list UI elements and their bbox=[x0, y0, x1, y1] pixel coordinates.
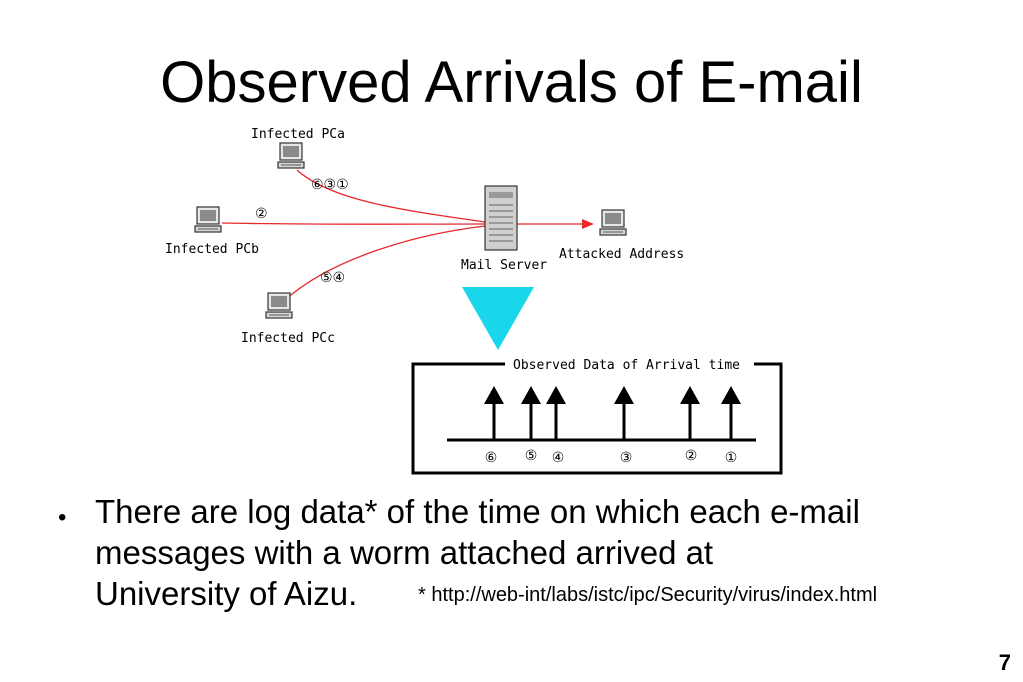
attacked-address-computer-icon bbox=[599, 209, 627, 236]
bullet-line-2: messages with a worm attached arrived at bbox=[95, 534, 714, 571]
footnote: * http://web-int/labs/istc/ipc/Security/… bbox=[418, 584, 878, 606]
mail-server-icon bbox=[484, 185, 518, 251]
infected-pca-computer-icon bbox=[277, 142, 305, 169]
mail-path-pcc bbox=[284, 225, 486, 301]
arrival-label-2: ② bbox=[685, 448, 698, 464]
mail-server-label: Mail Server bbox=[461, 258, 547, 273]
arrival-label-6: ⑥ bbox=[485, 450, 498, 466]
slide-title: Observed Arrivals of E-mail bbox=[160, 50, 863, 115]
page-number: 7 bbox=[998, 650, 1011, 675]
mail-path-arrowhead bbox=[582, 219, 594, 229]
arrival-label-1: ① bbox=[725, 450, 738, 466]
infected-pca-label: Infected PCa bbox=[251, 127, 345, 142]
pcc-order-label: ⑤④ bbox=[320, 270, 345, 286]
infected-pcb-computer-icon bbox=[194, 206, 222, 233]
infected-pcb-label: Infected PCb bbox=[165, 242, 259, 257]
mail-path-pca bbox=[296, 169, 486, 223]
bullet-text: There are log data* of the time on which… bbox=[95, 491, 975, 614]
pcb-order-label: ② bbox=[255, 206, 268, 222]
arrival-label-3: ③ bbox=[620, 450, 633, 466]
pca-order-label: ⑥③① bbox=[311, 177, 349, 193]
infected-pcc-computer-icon bbox=[265, 292, 293, 319]
mail-path-pcb bbox=[221, 222, 486, 225]
infected-pcc-label: Infected PCc bbox=[241, 331, 335, 346]
arrival-label-5: ⑤ bbox=[525, 448, 538, 464]
observed-data-box: Observed Data of Arrival time ⑥ ⑤ ④ ③ ② … bbox=[411, 358, 783, 475]
attacked-address-label: Attacked Address bbox=[559, 247, 684, 262]
bullet-line-3: University of Aizu. bbox=[95, 575, 358, 612]
observed-data-title: Observed Data of Arrival time bbox=[513, 358, 740, 373]
bullet-line-1: There are log data* of the time on which… bbox=[95, 493, 860, 530]
bullet-dot: • bbox=[58, 504, 67, 531]
arrival-arrows bbox=[484, 386, 741, 440]
down-arrow-icon bbox=[462, 287, 534, 350]
arrival-label-4: ④ bbox=[552, 450, 565, 466]
